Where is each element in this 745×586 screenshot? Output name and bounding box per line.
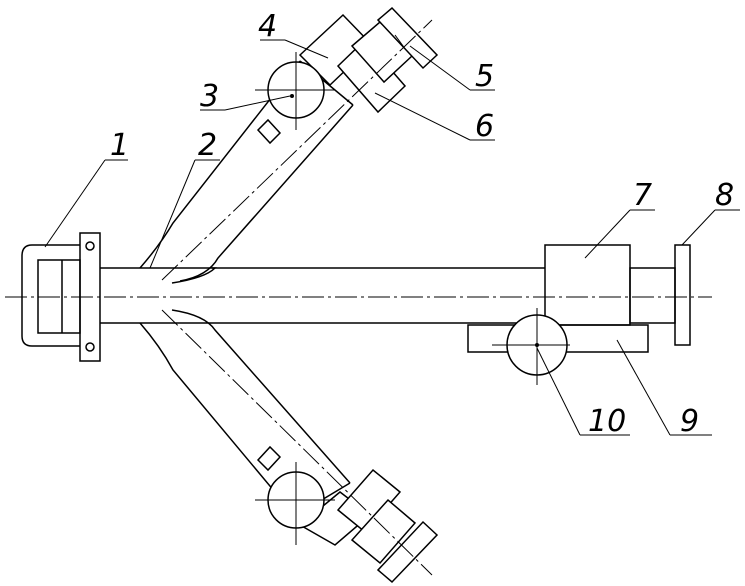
callout-10: 10 bbox=[588, 404, 626, 439]
callout-4: 4 bbox=[258, 9, 277, 44]
callout-1: 1 bbox=[110, 128, 129, 163]
body-block-7 bbox=[544, 244, 631, 326]
upper-branch bbox=[139, 6, 439, 284]
callout-labels: 1 2 3 4 5 6 7 8 9 10 bbox=[110, 9, 734, 439]
callout-5: 5 bbox=[475, 59, 494, 94]
callout-8: 8 bbox=[715, 178, 734, 213]
callout-6: 6 bbox=[475, 109, 494, 144]
callout-2: 2 bbox=[198, 128, 217, 163]
flange-8 bbox=[674, 244, 691, 346]
main-pipe bbox=[100, 267, 676, 324]
leader-lines bbox=[44, 39, 740, 436]
callout-7: 7 bbox=[633, 178, 652, 213]
valve-10 bbox=[492, 308, 570, 385]
callout-9: 9 bbox=[680, 404, 699, 439]
callout-3: 3 bbox=[200, 79, 219, 114]
lower-branch bbox=[139, 309, 439, 584]
